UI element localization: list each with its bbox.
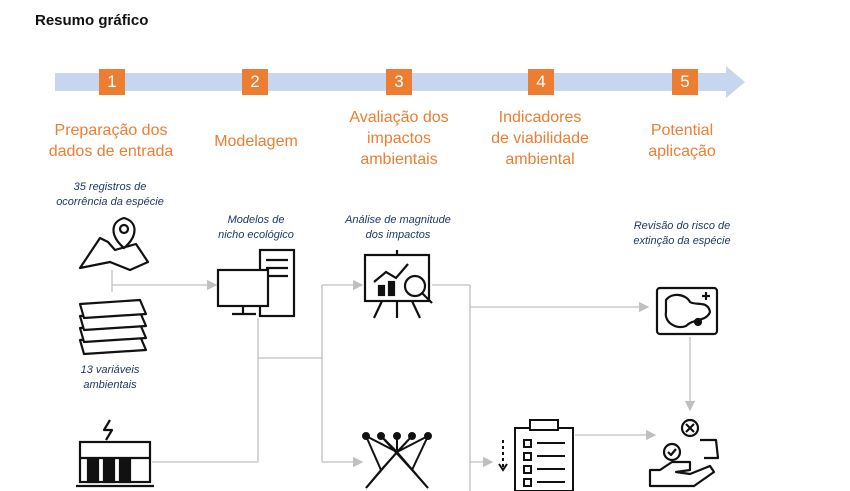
graphical-abstract-title: Resumo gráfico: [35, 12, 149, 29]
step-3-number: 3: [386, 69, 412, 95]
step-2-label: Modelagem: [214, 133, 298, 150]
step-2-number: 2: [242, 69, 268, 95]
step-1-number: 1: [99, 69, 125, 95]
step-5-number: 5: [672, 69, 698, 95]
step-4-number: 4: [528, 69, 554, 95]
